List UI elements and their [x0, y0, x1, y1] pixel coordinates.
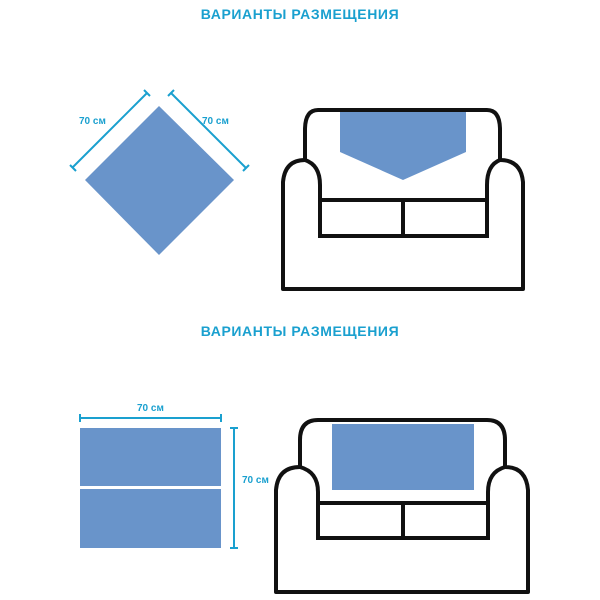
dimension-label-side: 70 см	[242, 475, 269, 486]
square-dimension-lines	[79, 414, 238, 549]
throw-on-sofa-top	[340, 112, 466, 180]
dimension-label-left: 70 см	[79, 116, 106, 127]
section-heading-bottom: ВАРИАНТЫ РАЗМЕЩЕНИЯ	[200, 323, 400, 339]
sofa-top	[281, 108, 525, 291]
diamond-dimension-lines	[69, 89, 250, 172]
square-throw-upper	[80, 428, 221, 486]
dimension-label-top: 70 см	[137, 403, 164, 414]
throw-on-sofa-bottom	[332, 424, 474, 490]
sofa-bottom	[274, 418, 530, 594]
section-heading-top: ВАРИАНТЫ РАЗМЕЩЕНИЯ	[200, 6, 400, 22]
square-throw-lower	[80, 489, 221, 548]
diamond-throw	[85, 106, 234, 255]
dimension-label-right: 70 см	[202, 116, 229, 127]
